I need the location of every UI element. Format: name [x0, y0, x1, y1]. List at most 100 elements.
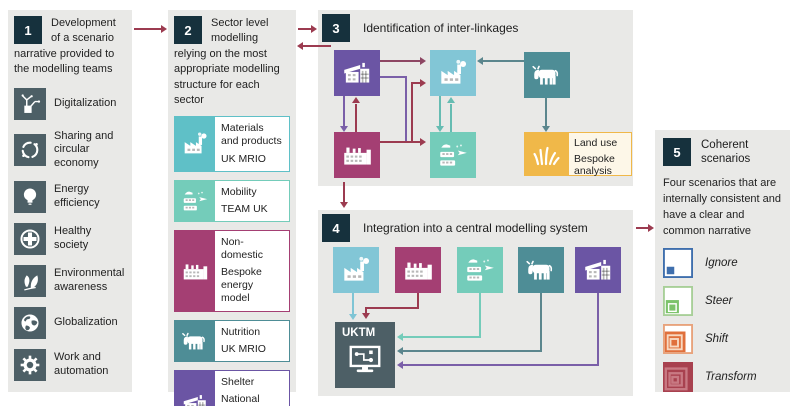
ignore-scenario-icon [663, 247, 693, 278]
driver-energy-efficiency: Energy efficiency [14, 180, 126, 213]
steer-scenario-icon [663, 285, 693, 316]
digitalization-icon [14, 87, 46, 120]
uktm-label: UKTM [342, 327, 376, 339]
lightbulb-icon [14, 180, 46, 213]
step1-number: 1 [24, 22, 32, 38]
step5-badge: 5 [663, 138, 691, 167]
globe-icon [14, 306, 46, 339]
scenario-shift: Shift [663, 323, 782, 354]
step2-badge: 2 [174, 16, 202, 44]
mobility-node [457, 247, 503, 293]
scenario-label: Steer [705, 294, 733, 307]
scenario-label: Shift [705, 332, 729, 345]
uktm-box: UKTM [335, 322, 395, 388]
driver-label: Healthy society [54, 225, 92, 251]
circular-economy-icon [14, 134, 46, 167]
land-use-name: Land use [574, 137, 618, 149]
gear-icon [14, 348, 46, 381]
factory-icon [436, 56, 470, 90]
health-cross-icon [14, 222, 46, 255]
industrial-building-icon [175, 230, 215, 311]
step5-panel: 5 Coherent scenarios Four scenarios that… [655, 130, 790, 392]
sector-name: Non-domestic [221, 235, 264, 262]
sector-model: National household model [221, 392, 260, 405]
driver-circular-economy: Sharing and circular economy [14, 130, 126, 171]
driver-label: Sharing and circular economy [54, 129, 114, 170]
driver-label: Digitalization [54, 96, 117, 109]
scenario-label: Transform [705, 370, 757, 383]
step1-panel: 1 Development of a scenario narrative pr… [8, 10, 132, 392]
mobility-node [430, 132, 476, 178]
sector-model: Bespoke energy model [221, 266, 262, 305]
vehicles-icon [436, 138, 470, 172]
transform-scenario-icon [663, 361, 693, 392]
step1-badge: 1 [14, 16, 42, 44]
monitor-icon [345, 341, 385, 379]
step4-panel: 4 Integration into a central modelling s… [318, 210, 633, 396]
step2-number: 2 [184, 22, 192, 38]
scenario-steer: Steer [663, 285, 782, 316]
shelter-node [334, 50, 380, 96]
sector-model: UK MRIO [221, 152, 266, 165]
scenario-transform: Transform [663, 361, 782, 392]
sector-name: Mobility [221, 185, 257, 198]
nutrition-node [518, 247, 564, 293]
step4-title: Integration into a central modelling sys… [363, 221, 588, 235]
non-domestic-node [334, 132, 380, 178]
step3-badge: 3 [322, 14, 350, 42]
driver-digitalization: Digitalization [14, 87, 126, 120]
step5-number: 5 [673, 144, 681, 160]
buildings-icon [340, 56, 374, 90]
step1-title: Development of a scenario narrative prov… [14, 17, 116, 76]
scenario-ignore: Ignore [663, 247, 782, 278]
nutrition-node [524, 52, 570, 98]
leaves-icon [14, 264, 46, 297]
driver-label: Work and automation [54, 351, 109, 377]
industrial-building-icon [340, 138, 374, 172]
factory-icon [339, 253, 373, 287]
sector-name: Shelter [221, 375, 255, 388]
sector-name: Materials and products [221, 122, 282, 148]
shift-scenario-icon [663, 323, 693, 354]
driver-healthy-society: Healthy society [14, 222, 126, 255]
cow-icon [175, 320, 215, 361]
materials-node [333, 247, 379, 293]
grass-icon [524, 132, 568, 176]
step3-panel: 3 Identification of inter-linkages Land … [318, 10, 633, 186]
land-use-model: Bespoke analysis [574, 152, 615, 178]
vehicles-icon [463, 253, 497, 287]
driver-globalization: Globalization [14, 306, 126, 339]
sector-card-materials: Materials and products UK MRIO [174, 116, 290, 172]
shelter-node [575, 247, 621, 293]
step4-badge: 4 [322, 214, 350, 242]
driver-label: Energy efficiency [54, 183, 100, 209]
step2-panel: 2 Sector level modelling relying on the … [168, 10, 296, 406]
industrial-building-icon [401, 253, 435, 287]
cow-icon [524, 253, 558, 287]
materials-node [430, 50, 476, 96]
step4-number: 4 [332, 220, 340, 236]
step2-title: Sector level modelling relying on the mo… [174, 17, 280, 106]
cow-icon [530, 58, 564, 92]
sector-card-nutrition: Nutrition UK MRIO [174, 319, 290, 362]
step3-number: 3 [332, 20, 340, 36]
non-domestic-node [395, 247, 441, 293]
driver-label: Globalization [54, 315, 118, 328]
buildings-icon [175, 370, 215, 406]
sector-model: TEAM UK [221, 202, 268, 215]
scenario-label: Ignore [705, 256, 738, 269]
buildings-icon [581, 253, 615, 287]
sector-model: UK MRIO [221, 342, 266, 355]
step5-description: Four scenarios that are internally consi… [663, 176, 782, 237]
sector-name: Nutrition [221, 325, 261, 338]
step3-title: Identification of inter-linkages [363, 21, 519, 35]
factory-icon [175, 117, 215, 171]
driver-work-automation: Work and automation [14, 348, 126, 381]
step5-title: Coherent scenarios [701, 139, 751, 166]
driver-environmental-awareness: Environmental awareness [14, 264, 126, 297]
vehicles-icon [175, 180, 215, 221]
